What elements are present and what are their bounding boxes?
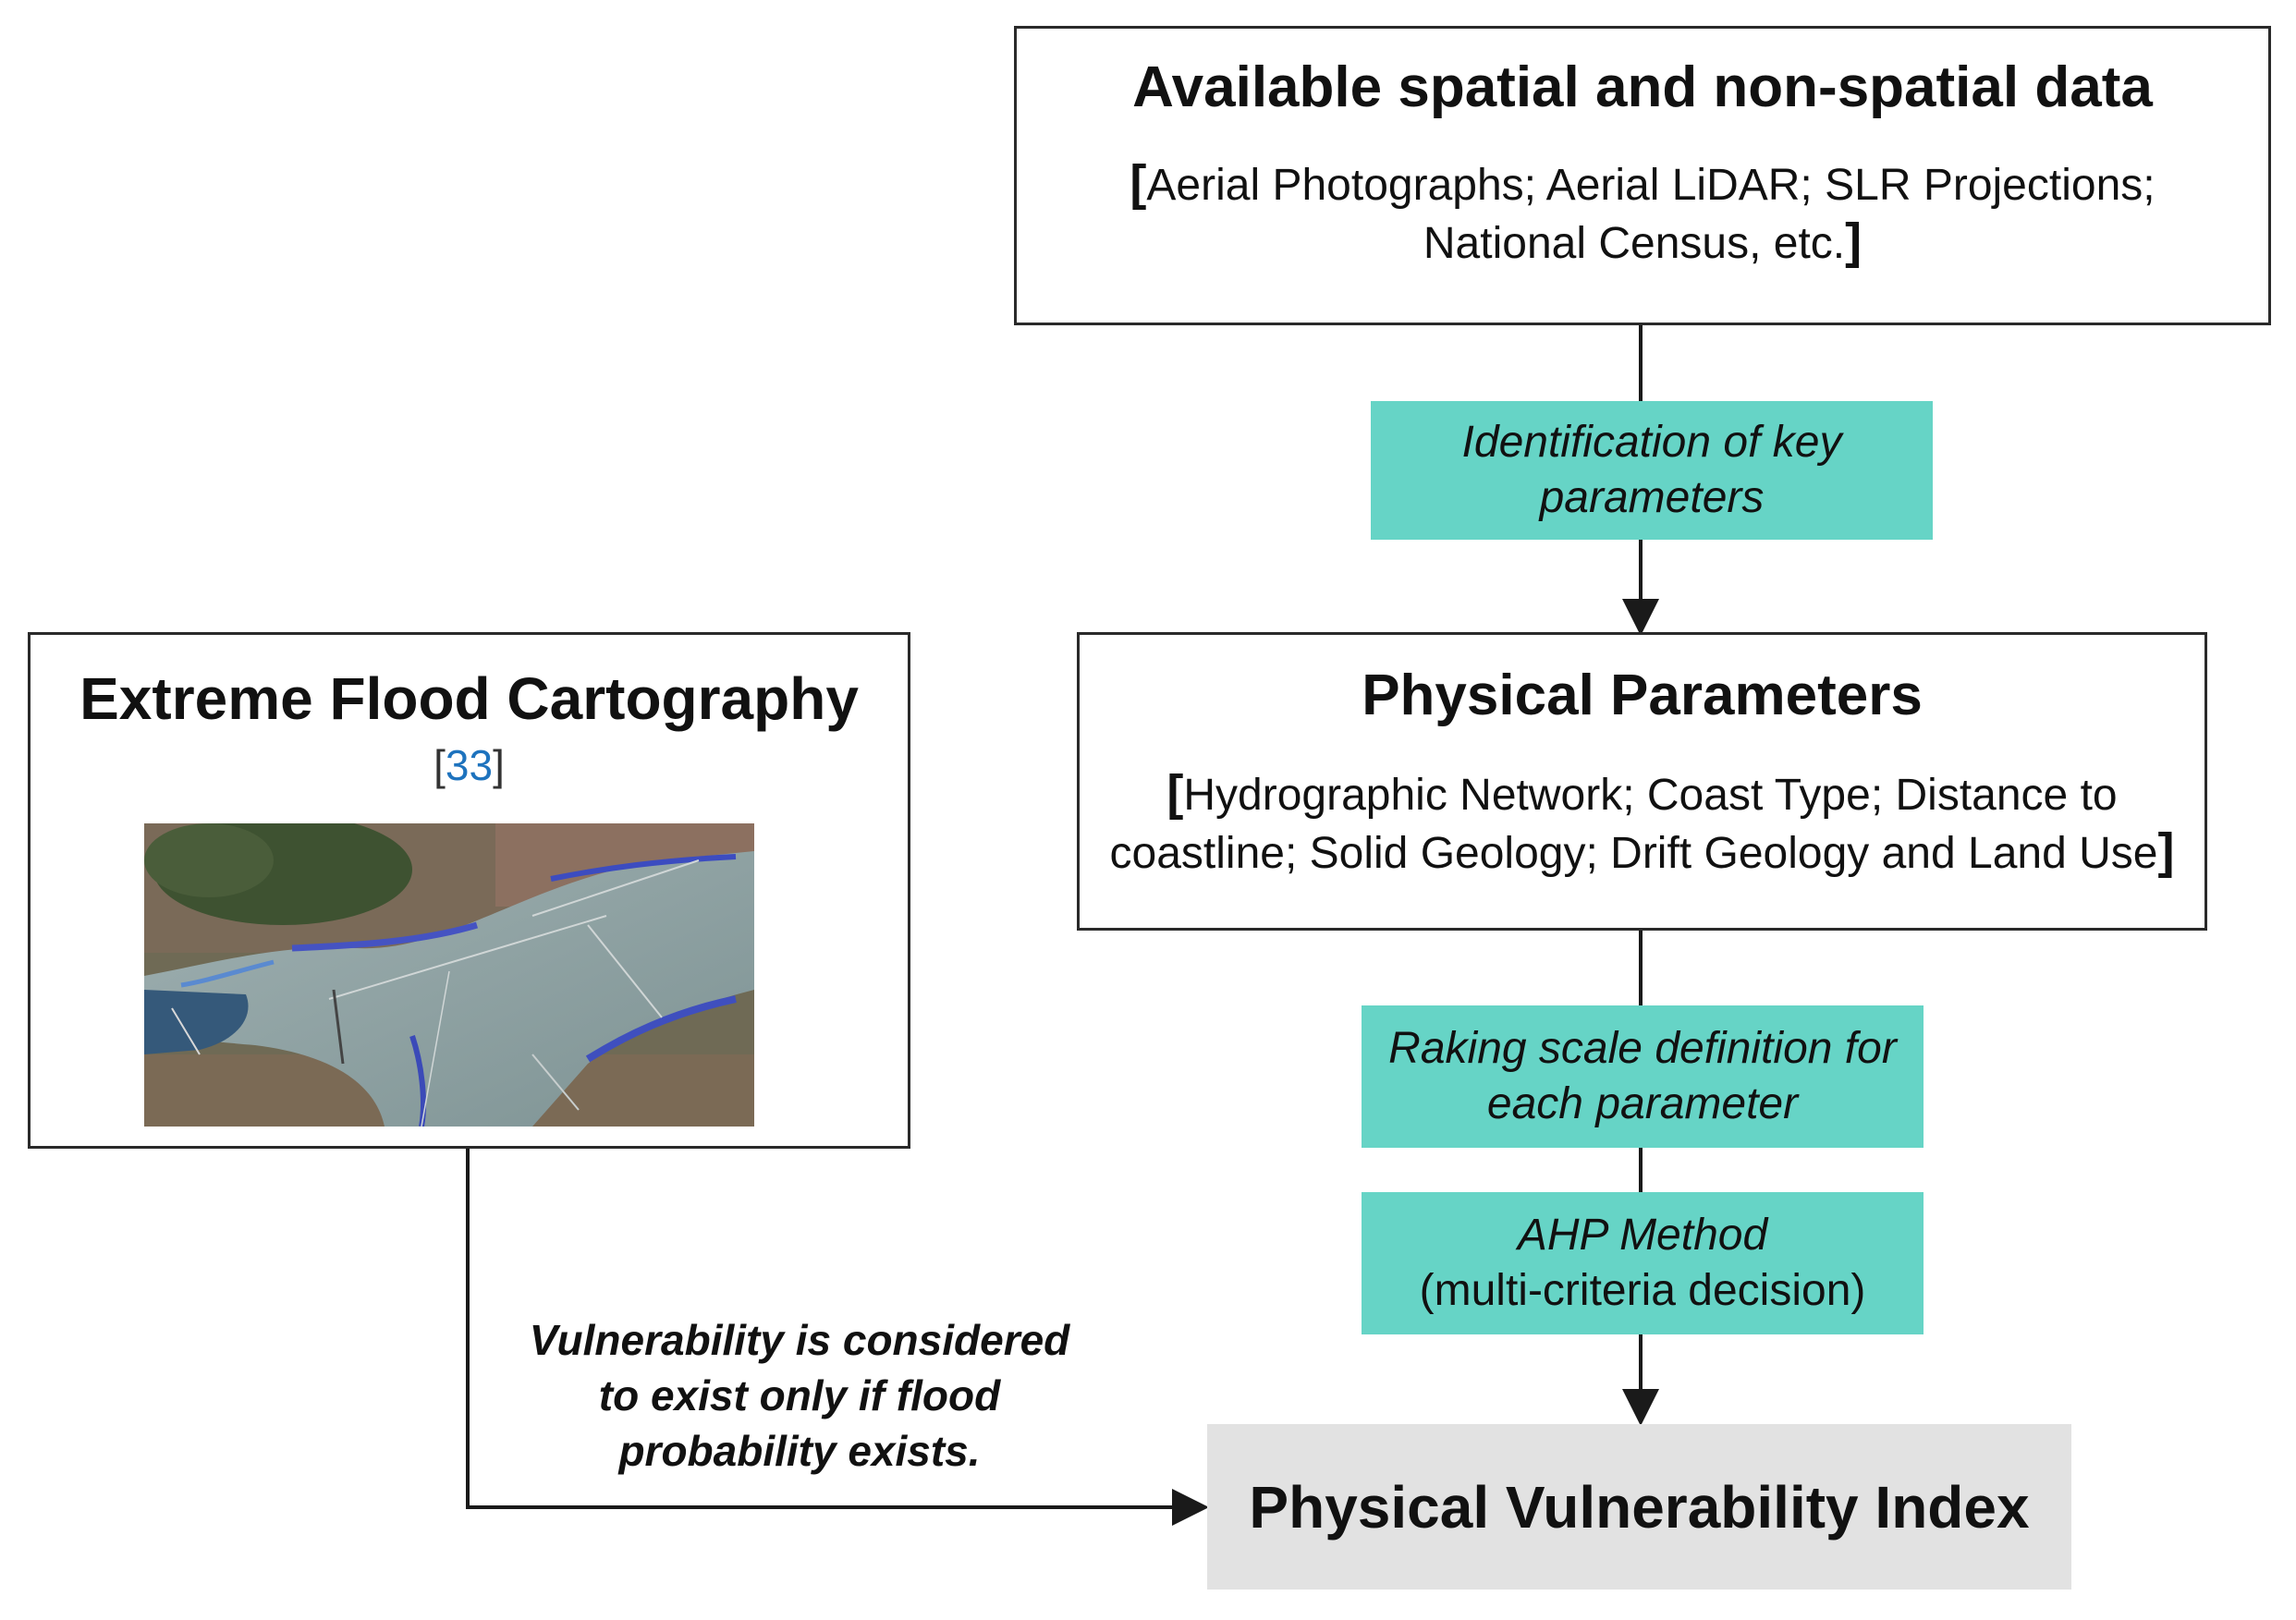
physical-parameters-title: Physical Parameters bbox=[1362, 664, 1923, 727]
step-identify-parameters: Identification of key parameters bbox=[1371, 401, 1933, 540]
bracket-open: [ bbox=[1130, 155, 1147, 211]
flood-map-image bbox=[144, 823, 754, 1127]
flood-cartography-reference: [33] bbox=[31, 740, 908, 790]
arrow-flood-to-result bbox=[466, 1149, 1209, 1526]
bracket-open: [ bbox=[1166, 765, 1184, 821]
data-sources-list: [Aerial Photographs; Aerial LiDAR; SLR P… bbox=[1017, 155, 2268, 272]
step-identify-line-1: Identification of key bbox=[1461, 418, 1842, 467]
data-sources-line-2: National Census, etc. bbox=[1423, 219, 1846, 268]
physical-parameters-box: Physical Parameters [Hydrographic Networ… bbox=[1077, 632, 2207, 931]
ref-bracket-open: [ bbox=[434, 741, 446, 789]
physical-parameters-line-1: Hydrographic Network; Coast Type; Distan… bbox=[1183, 771, 2118, 820]
step-ahp-method: AHP Method (multi-criteria decision) bbox=[1362, 1192, 1924, 1334]
physical-parameters-list: [Hydrographic Network; Coast Type; Dista… bbox=[1080, 765, 2204, 882]
step-ahp-line-1: AHP Method bbox=[1517, 1211, 1768, 1260]
flood-cartography-box: Extreme Flood Cartography [33] bbox=[28, 632, 910, 1149]
condition-note: Vulnerability is considered to exist onl… bbox=[481, 1312, 1118, 1479]
step-ranking-line-1: Raking scale definition for bbox=[1388, 1024, 1897, 1073]
bracket-close: ] bbox=[1845, 213, 1862, 269]
bracket-close: ] bbox=[2157, 823, 2175, 879]
condition-note-line-1: Vulnerability is considered bbox=[529, 1316, 1070, 1364]
step-ahp-line-2: (multi-criteria decision) bbox=[1419, 1266, 1866, 1315]
step-ranking-scale: Raking scale definition for each paramet… bbox=[1362, 1005, 1924, 1148]
ref-bracket-close: ] bbox=[493, 741, 505, 789]
data-sources-title: Available spatial and non-spatial data bbox=[1132, 55, 2153, 119]
physical-parameters-line-2: coastline; Solid Geology; Drift Geology … bbox=[1109, 829, 2158, 878]
reference-link[interactable]: 33 bbox=[445, 741, 494, 789]
flood-cartography-title: Extreme Flood Cartography bbox=[79, 665, 859, 732]
data-sources-box: Available spatial and non-spatial data [… bbox=[1014, 26, 2271, 325]
condition-note-line-3: probability exists. bbox=[618, 1427, 981, 1475]
physical-vulnerability-index-box: Physical Vulnerability Index bbox=[1207, 1424, 2071, 1590]
step-ranking-line-2: each parameter bbox=[1486, 1079, 1799, 1128]
physical-vulnerability-index-title: Physical Vulnerability Index bbox=[1249, 1473, 2030, 1541]
condition-note-line-2: to exist only if flood bbox=[598, 1371, 1001, 1419]
step-identify-line-2: parameters bbox=[1539, 473, 1765, 522]
data-sources-line-1: Aerial Photographs; Aerial LiDAR; SLR Pr… bbox=[1146, 161, 2156, 210]
